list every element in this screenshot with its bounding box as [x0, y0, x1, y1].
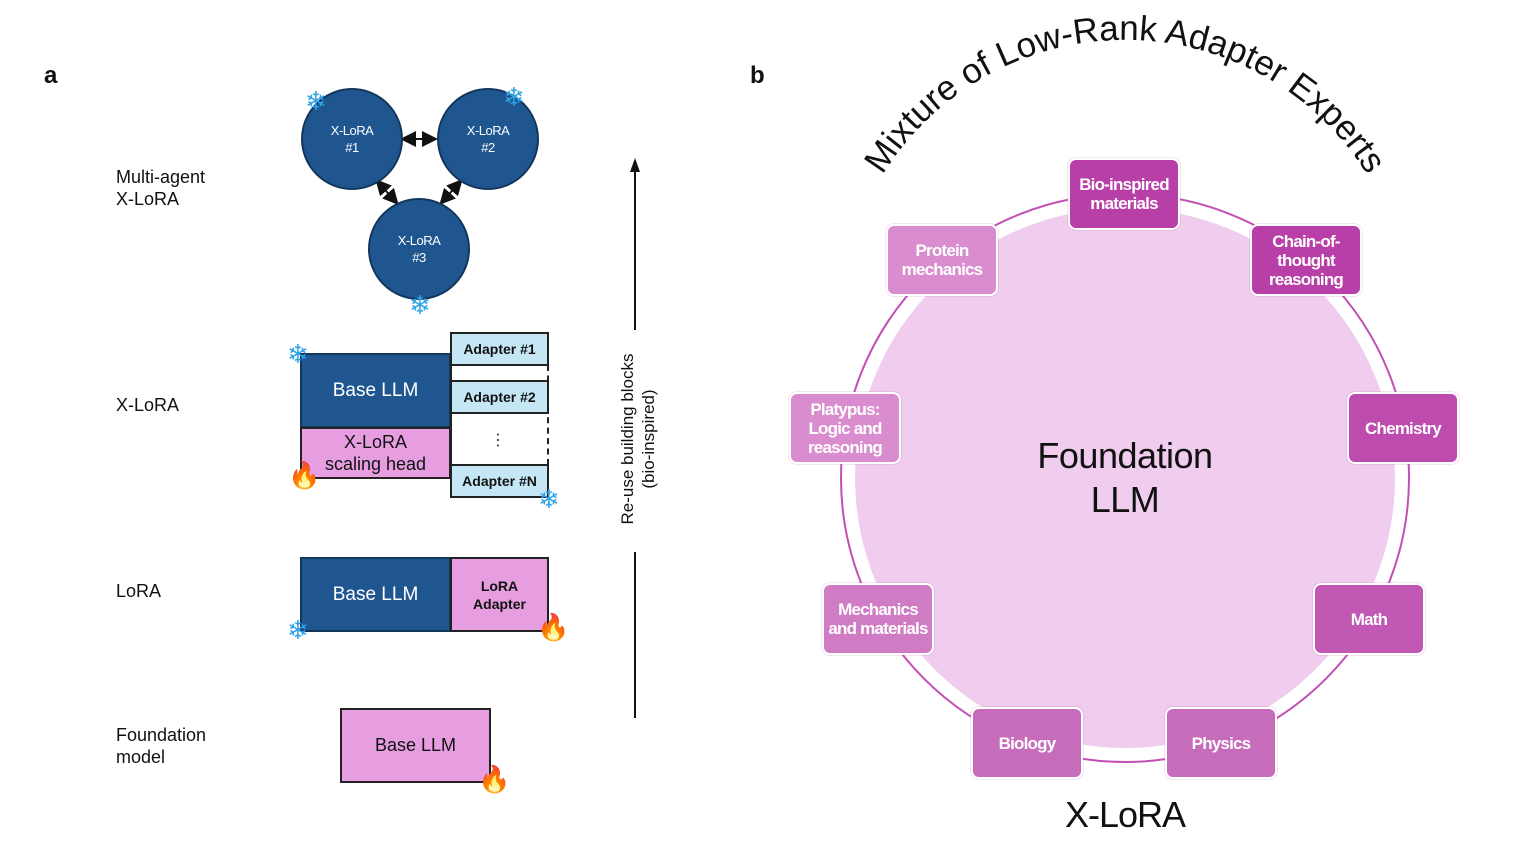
lora-base-llm: Base LLM [300, 557, 451, 632]
agent-node-1: X-LoRA #1 [301, 88, 403, 190]
agent-links [375, 131, 640, 718]
row-label-line: Multi-agent [116, 167, 206, 187]
agent-node-number: #1 [345, 140, 359, 155]
agent-node-label: X-LoRA [397, 233, 441, 248]
expert-protein-mechanics: Protein mechanics [886, 224, 998, 296]
adapter-ellipsis: ⋮ [490, 432, 506, 449]
row-label-line: Foundation [116, 725, 207, 745]
flame-icon: 🔥 [537, 612, 570, 642]
reuse-arrowhead [630, 158, 640, 172]
expert-bio-inspired: Bio-inspired materials [1068, 158, 1180, 230]
snowflake-icon: ❄ [287, 615, 309, 645]
adapter-1: Adapter #1 [450, 332, 549, 366]
panel-a-label: a [44, 62, 58, 89]
agent-node-2: X-LoRA #2 [437, 88, 539, 190]
foundation-disk [855, 208, 1395, 748]
foundation-base-llm: Base LLM [340, 708, 491, 783]
row-label-multi-agent: Multi-agent X-LoRA [116, 166, 205, 210]
agent-node-label: X-LoRA [330, 123, 374, 138]
row-label-line: model [116, 747, 166, 767]
expert-platypus: Platypus: Logic and reasoning [789, 392, 901, 464]
row-label-foundation: Foundation model [116, 724, 206, 768]
link-2-3 [439, 179, 463, 205]
row-label-line: X-LoRA [116, 189, 180, 209]
arc-title: Mixture of Low-Rank Adapter Experts [857, 9, 1394, 180]
snowflake-icon: ❄ [538, 484, 560, 514]
row-label-lora: LoRA [116, 581, 162, 601]
agent-node-label: X-LoRA [466, 123, 510, 138]
center-label: Foundation LLM [925, 434, 1325, 534]
center-label-line: Foundation [1037, 435, 1213, 476]
agent-node-number: #2 [481, 140, 495, 155]
expert-mechanics-materials: Mechanics and materials [822, 583, 934, 655]
adapter-stack-frame [450, 365, 549, 465]
scaling-head-line: scaling head [324, 454, 427, 474]
lora-adapter-line: LoRA [480, 577, 519, 594]
flame-icon: 🔥 [478, 764, 511, 794]
center-label-line: LLM [1090, 479, 1160, 520]
snowflake-icon: ❄ [503, 82, 525, 112]
xlora-scaling-head: X-LoRA scaling head [300, 427, 451, 479]
snowflake-icon: ❄ [409, 290, 431, 320]
snowflake-icon: ❄ [305, 86, 327, 116]
row-label-xlora: X-LoRA [116, 395, 180, 415]
lora-adapter: LoRA Adapter [450, 557, 549, 632]
expert-chemistry: Chemistry [1347, 392, 1459, 464]
snowflake-icon: ❄ [287, 339, 309, 369]
agent-node-3: X-LoRA #3 [368, 198, 470, 300]
lora-adapter-line: Adapter [473, 595, 526, 612]
agent-node-number: #3 [412, 250, 426, 265]
xlora-bottom-label: X-LoRA [1064, 794, 1186, 835]
adapter-2: Adapter #2 [450, 380, 549, 414]
expert-biology: Biology [971, 707, 1083, 779]
flame-icon: 🔥 [288, 460, 321, 490]
expert-math: Math [1313, 583, 1425, 655]
adapter-n: Adapter #N [450, 464, 549, 498]
link-1-3 [375, 179, 399, 205]
scaling-head-line: X-LoRA [343, 432, 408, 452]
expert-physics: Physics [1165, 707, 1277, 779]
panel-b-label: b [750, 62, 765, 89]
expert-chain-of-thought: Chain-of-thought reasoning [1250, 224, 1362, 296]
